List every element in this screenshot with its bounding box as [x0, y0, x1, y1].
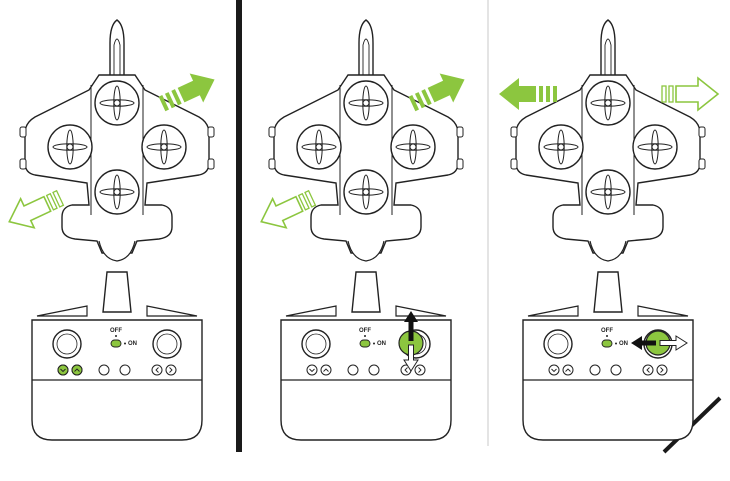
- remote-controller: OFF ON: [522, 271, 694, 441]
- remote-controller: OFF ON: [31, 271, 203, 441]
- arrow-up-right-icon: [405, 64, 472, 119]
- arrow-right-icon: [661, 77, 719, 111]
- power-switch-on-label: ON: [619, 341, 628, 347]
- remote-controller: OFF ON: [280, 271, 452, 441]
- trim-down-button: [57, 364, 69, 376]
- arrow-down-left-icon: [253, 182, 320, 237]
- stick-up-arrow-icon: [404, 311, 418, 341]
- power-switch-off-label: OFF: [110, 328, 122, 334]
- panel-2: OFF ON: [253, 20, 472, 441]
- power-switch-on-label: ON: [377, 341, 386, 347]
- drone-top-view: [511, 20, 705, 261]
- stick-down-arrow-icon: [403, 344, 419, 372]
- panel-1: OFF ON: [1, 20, 222, 441]
- drone-top-view: [269, 20, 463, 261]
- power-switch-off-label: OFF: [601, 328, 613, 334]
- trim-up-button: [71, 364, 83, 376]
- stick-right-arrow-icon: [659, 335, 688, 351]
- arrow-down-left-icon: [1, 182, 68, 237]
- panel-divider-thick: [236, 0, 242, 452]
- panel-3: OFF ON: [499, 20, 719, 441]
- arrow-up-right-icon: [155, 64, 222, 119]
- drone-top-view: [20, 20, 214, 261]
- stick-left-arrow-icon: [631, 336, 656, 350]
- power-switch-on-label: ON: [128, 341, 137, 347]
- power-switch-off-label: OFF: [359, 328, 371, 334]
